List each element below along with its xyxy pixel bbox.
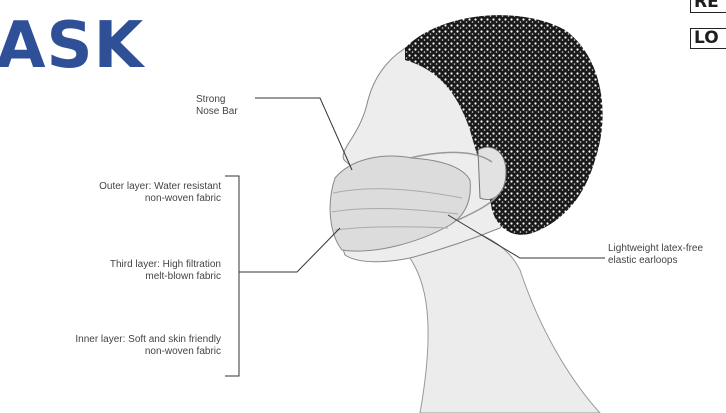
earloops-label: Lightweight latex-free elastic earloops: [608, 243, 703, 267]
third-layer-label: Third layer: High filtration melt-blown …: [110, 259, 221, 283]
inner-layer-label: Inner layer: Soft and skin friendly non-…: [75, 334, 221, 358]
nose-bar-label: Strong Nose Bar: [196, 94, 238, 118]
callout-line-layers: [239, 228, 340, 272]
callout-line-nose: [255, 98, 352, 170]
outer-layer-label: Outer layer: Water resistant non-woven f…: [99, 181, 221, 205]
callout-bracket: [225, 176, 239, 376]
